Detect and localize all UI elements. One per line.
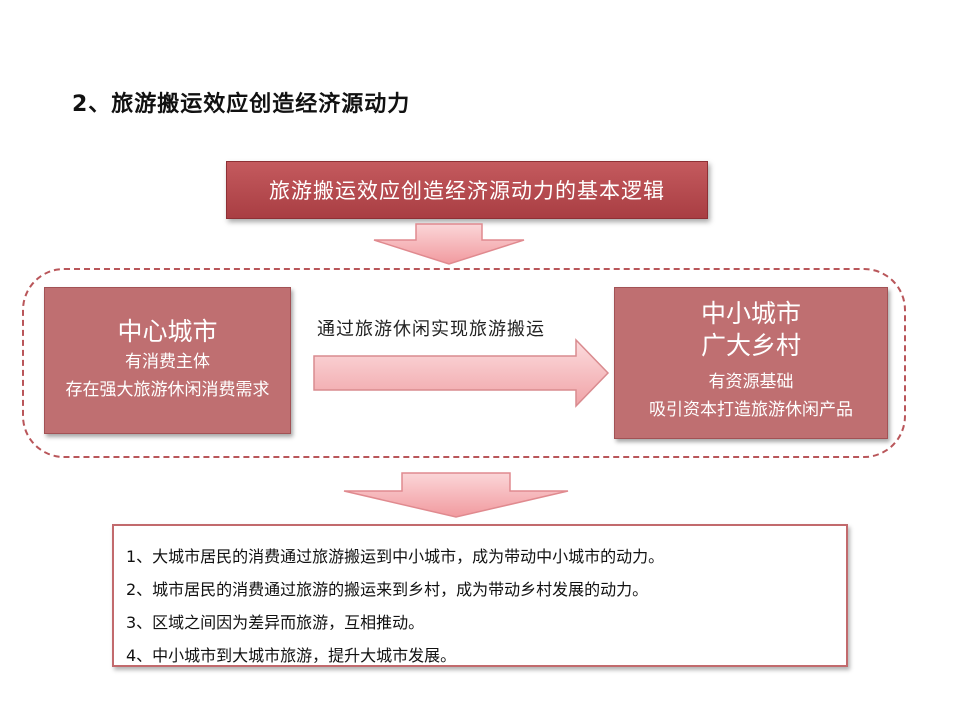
central-city-box: 中心城市 有消费主体 存在强大旅游休闲消费需求 — [44, 287, 291, 434]
small-city-box: 中小城市 广大乡村 有资源基础 吸引资本打造旅游休闲产品 — [614, 287, 888, 439]
conclusion-item: 2、城市居民的消费通过旅游的搬运来到乡村，成为带动乡村发展的动力。 — [126, 580, 649, 599]
small-city-line: 吸引资本打造旅游休闲产品 — [649, 400, 853, 420]
conclusion-item: 3、区域之间因为差异而旅游，互相推动。 — [126, 613, 425, 632]
conclusion-item: 4、中小城市到大城市旅游，提升大城市发展。 — [126, 646, 457, 665]
conclusion-item: 1、大城市居民的消费通过旅游搬运到中小城市，成为带动中小城市的动力。 — [126, 547, 665, 566]
small-city-line: 有资源基础 — [708, 372, 794, 392]
central-city-line: 有消费主体 — [125, 352, 210, 372]
down-arrow-icon — [373, 223, 525, 265]
central-city-line: 存在强大旅游休闲消费需求 — [65, 380, 270, 400]
down-arrow-icon — [343, 472, 569, 518]
arrow-label: 通过旅游休闲实现旅游搬运 — [317, 319, 545, 340]
small-city-title: 中小城市 — [700, 299, 801, 328]
central-city-title: 中心城市 — [117, 317, 218, 346]
right-arrow-icon — [313, 338, 610, 408]
conclusion-box: 1、大城市居民的消费通过旅游搬运到中小城市，成为带动中小城市的动力。 2、城市居… — [112, 524, 848, 667]
logic-header-box: 旅游搬运效应创造经济源动力的基本逻辑 — [226, 161, 708, 219]
city-relation-frame — [22, 268, 906, 458]
rural-title: 广大乡村 — [700, 331, 801, 360]
logic-header-text: 旅游搬运效应创造经济源动力的基本逻辑 — [269, 179, 665, 203]
slide-title: 2、旅游搬运效应创造经济源动力 — [72, 92, 411, 117]
